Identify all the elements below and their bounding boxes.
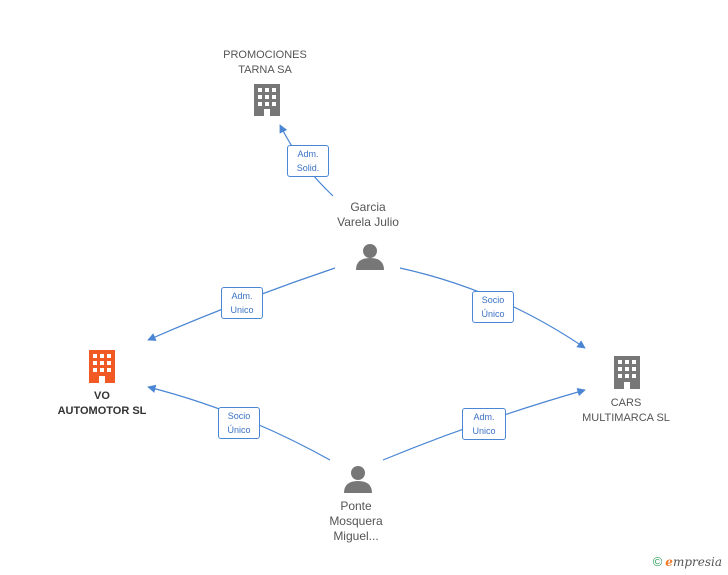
edge-label-ponte-cars[interactable]: Adm. Unico	[462, 408, 506, 440]
edge-label-line: Adm.	[473, 412, 495, 422]
node-label-line: PROMOCIONES	[223, 49, 307, 61]
edge-label-garcia-promociones[interactable]: Adm. Solid.	[287, 145, 329, 177]
node-label-vo[interactable]: VO AUTOMOTOR SL	[32, 389, 172, 419]
building-icon-promociones[interactable]	[254, 84, 280, 116]
edge-label-line: Solid.	[296, 163, 320, 173]
node-label-line: CARS	[610, 397, 642, 409]
node-label-line: TARNA SA	[238, 64, 292, 76]
edge-label-garcia-vo[interactable]: Adm. Unico	[221, 287, 263, 319]
edge-label-line: Unico	[230, 305, 254, 315]
edge-label-line: Socio	[481, 295, 505, 305]
brand-footer: © empresia	[653, 554, 722, 569]
node-label-promociones[interactable]: PROMOCIONES TARNA SA	[195, 48, 335, 78]
node-label-line: Garcia	[350, 200, 386, 214]
node-label-line: Mosquera	[329, 514, 383, 528]
node-label-line: MULTIMARCA SL	[582, 412, 670, 424]
node-label-line: Ponte	[340, 499, 372, 513]
node-label-line: VO	[94, 390, 110, 402]
edge-label-ponte-vo[interactable]: Socio Único	[218, 407, 260, 439]
copyright-icon: ©	[652, 554, 663, 569]
node-label-line: AUTOMOTOR SL	[57, 405, 147, 417]
person-icon-garcia[interactable]	[356, 244, 384, 270]
node-label-garcia[interactable]: Garcia Varela Julio	[298, 200, 438, 230]
edge-label-line: Adm.	[231, 291, 253, 301]
building-icon-cars[interactable]	[614, 356, 640, 389]
node-label-line: Miguel...	[333, 529, 379, 543]
node-label-ponte[interactable]: Ponte Mosquera Miguel...	[286, 499, 426, 544]
edge-label-line: Único	[481, 309, 505, 319]
edge-label-line: Adm.	[297, 149, 319, 159]
edge-label-garcia-cars[interactable]: Socio Único	[472, 291, 514, 323]
node-label-cars[interactable]: CARS MULTIMARCA SL	[556, 396, 696, 426]
edge-label-line: Unico	[472, 426, 496, 436]
node-label-line: Varela Julio	[337, 215, 399, 229]
building-icon-vo[interactable]	[89, 350, 115, 383]
person-icon-ponte[interactable]	[344, 466, 372, 493]
edge-label-line: Socio	[227, 411, 251, 421]
edge-label-line: Único	[227, 425, 251, 435]
brand-logo[interactable]: empresia	[665, 554, 722, 569]
